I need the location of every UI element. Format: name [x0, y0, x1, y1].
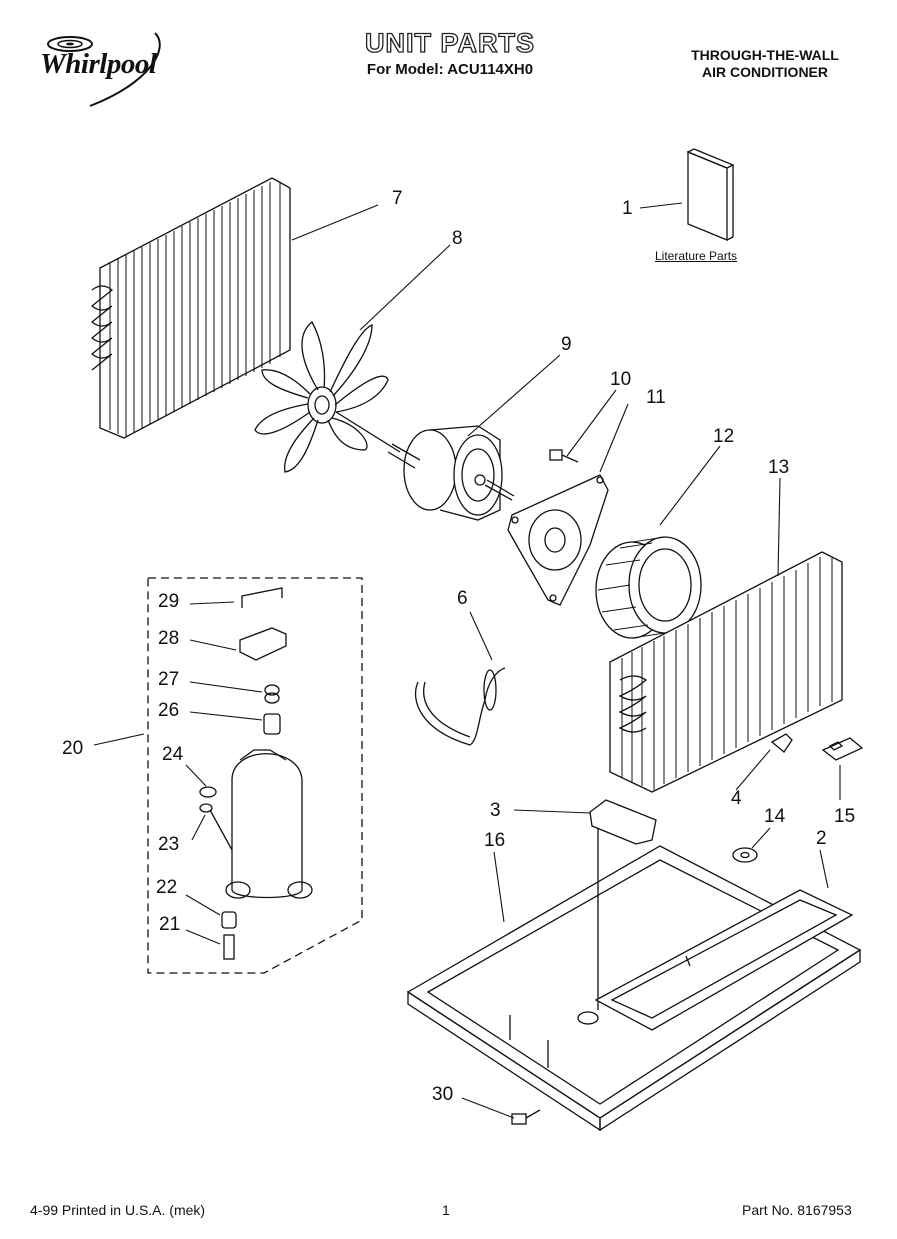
nut-24 [199, 786, 217, 798]
sleeve-21 [223, 934, 235, 960]
footer-part-number: Part No. 8167953 [742, 1202, 852, 1218]
callout-23: 23 [158, 834, 180, 855]
callout-6: 6 [457, 588, 468, 609]
clip-15 [821, 737, 864, 761]
callout-13: 13 [768, 457, 790, 478]
drain-tray-2 [594, 889, 854, 1031]
washer-14 [732, 847, 758, 863]
callout-26: 26 [158, 700, 180, 721]
page-title: UNIT PARTS [364, 27, 535, 58]
callout-30: 30 [432, 1084, 454, 1105]
compressor [209, 749, 313, 899]
wire-bracket-6 [414, 667, 506, 746]
callout-14: 14 [764, 806, 786, 827]
callout-10: 10 [610, 369, 632, 390]
condenser-coil [90, 177, 291, 439]
model-line: For Model: ACU114XH0 [366, 61, 534, 78]
fan-motor [387, 425, 515, 521]
overload-26 [263, 713, 281, 735]
clip-29 [241, 587, 283, 608]
callout-27: 27 [158, 669, 180, 690]
product-line-2: AIR CONDITIONER [702, 64, 828, 80]
callout-8: 8 [452, 228, 463, 249]
callout-9: 9 [561, 334, 572, 355]
callout-21: 21 [159, 914, 181, 935]
grommet-27 [264, 684, 280, 704]
callout-28: 28 [158, 628, 180, 649]
callout-11: 11 [646, 387, 666, 408]
callout-7: 7 [392, 188, 403, 209]
screw-10 [549, 449, 579, 463]
literature-booklet [686, 148, 735, 241]
product-line-1: THROUGH-THE-WALL [691, 47, 839, 63]
callout-20: 20 [62, 738, 84, 759]
callout-12: 12 [713, 426, 735, 447]
callout-3: 3 [490, 800, 501, 821]
callout-2: 2 [816, 828, 827, 849]
fan-blade [254, 321, 389, 473]
grommet-22 [221, 911, 237, 929]
screw-30 [511, 1109, 541, 1125]
blower-wheel [595, 536, 702, 639]
evaporator-coil [609, 551, 843, 793]
callout-22: 22 [156, 877, 178, 898]
callout-24: 24 [162, 744, 184, 765]
product-type: THROUGH-THE-WALL AIR CONDITIONER [640, 47, 890, 81]
brand-name: Whirlpool [40, 48, 157, 80]
motor-mount [507, 474, 609, 606]
literature-parts-label: Literature Parts [655, 249, 738, 263]
callout-29: 29 [158, 591, 180, 612]
whirlpool-logo [47, 32, 161, 107]
pad-3 [589, 799, 657, 845]
callout-1: 1 [622, 198, 633, 219]
washer-23 [199, 803, 213, 813]
footer-print-info: 4-99 Printed in U.S.A. (mek) [30, 1202, 206, 1218]
clip-4 [770, 733, 793, 753]
callout-16: 16 [484, 830, 506, 851]
callout-4: 4 [731, 788, 742, 809]
cover-28 [239, 627, 287, 661]
callout-15: 15 [834, 806, 856, 827]
footer-page-number: 1 [442, 1202, 450, 1218]
